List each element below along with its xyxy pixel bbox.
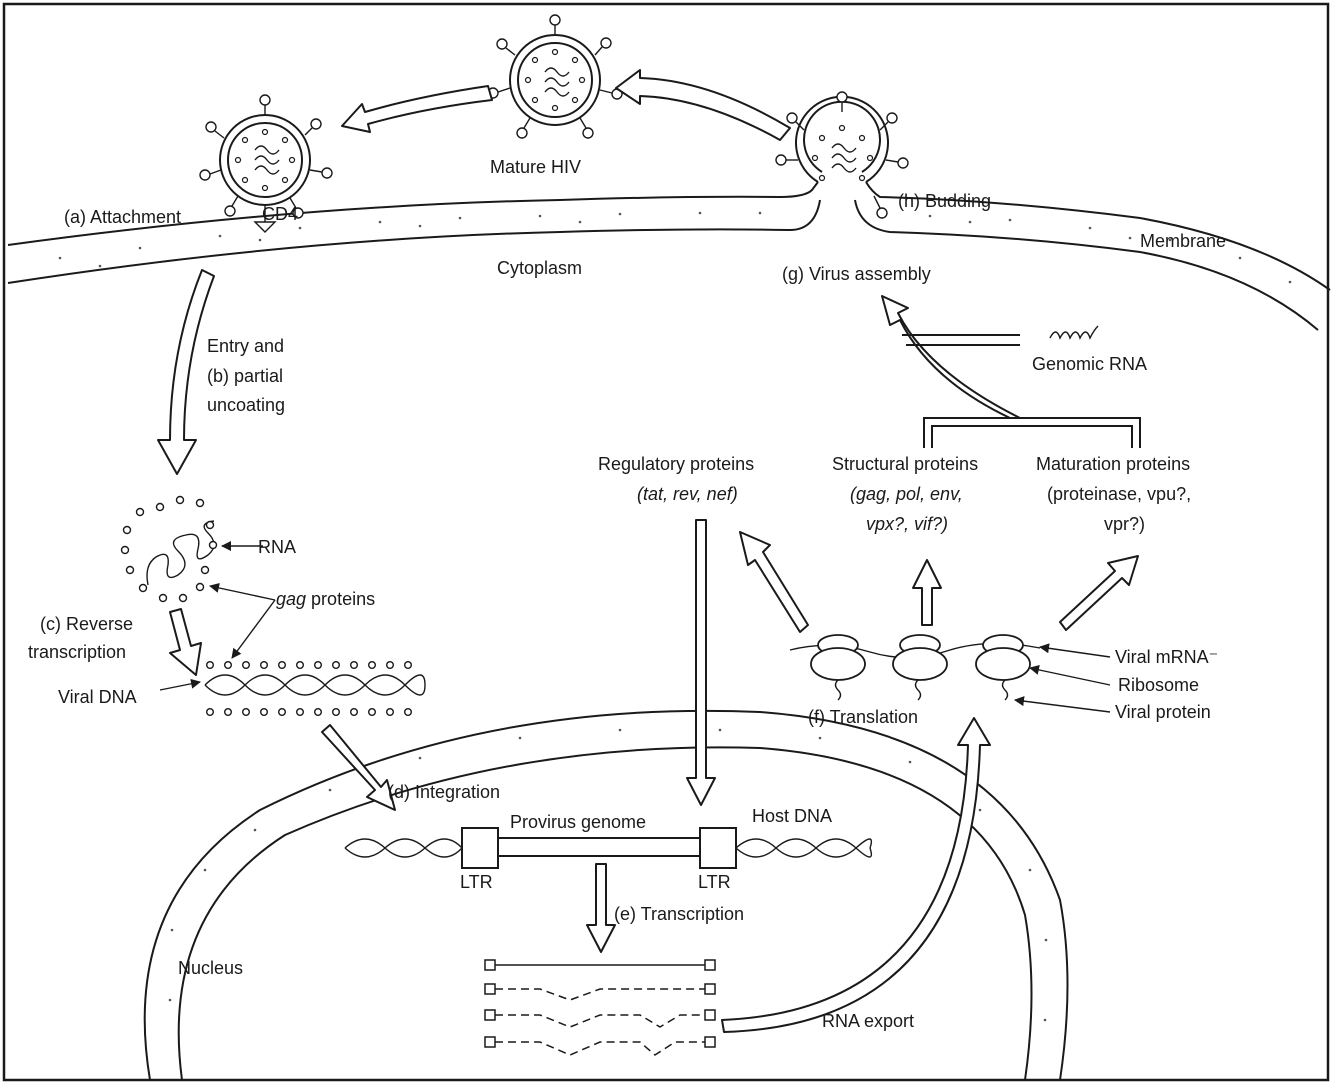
label-nucleus: Nucleus — [178, 958, 243, 978]
arrow-translation-to-regulatory — [740, 532, 808, 632]
label-maturation: Maturation proteins — [1036, 454, 1190, 474]
label-provirus: Provirus genome — [510, 812, 646, 832]
gag-pointers — [210, 586, 275, 658]
rna-transcripts — [485, 960, 715, 1055]
virion-mature — [488, 15, 622, 138]
label-membrane: Membrane — [1140, 231, 1226, 251]
arrow-integration — [322, 725, 395, 810]
label-regulatory-genes: (tat, rev, nef) — [637, 484, 738, 504]
arrow-reverse-transcription — [170, 609, 201, 675]
label-maturation-genes-2: vpr?) — [1104, 514, 1145, 534]
arrow-regulatory-to-provirus — [687, 520, 715, 805]
provirus — [345, 828, 871, 868]
label-cd4: CD4 — [262, 204, 298, 224]
label-viral-dna: Viral DNA — [58, 687, 137, 707]
label-mature-hiv: Mature HIV — [490, 157, 581, 177]
label-translation: (f) Translation — [808, 707, 918, 727]
translation-ribosomes — [790, 635, 1110, 712]
label-entry-3: uncoating — [207, 395, 285, 415]
label-viral-mrna: Viral mRNA⁻ — [1115, 647, 1218, 667]
cell-membrane — [8, 182, 1330, 330]
label-entry-1: Entry and — [207, 336, 284, 356]
virion-budding — [776, 92, 908, 218]
label-reverse-2: transcription — [28, 642, 126, 662]
label-host-dna: Host DNA — [752, 806, 832, 826]
label-gag-proteins: gag proteins — [276, 589, 375, 609]
label-reverse-1: (c) Reverse — [40, 614, 133, 634]
label-regulatory: Regulatory proteins — [598, 454, 754, 474]
arrow-translation-to-maturation — [1060, 556, 1138, 630]
label-viral-protein: Viral protein — [1115, 702, 1211, 722]
arrow-translation-to-structural — [913, 560, 941, 625]
label-virus-assembly: (g) Virus assembly — [782, 264, 931, 284]
label-attachment: (a) Attachment — [64, 207, 181, 227]
label-genomic-rna: Genomic RNA — [1032, 354, 1147, 374]
viral-dna-helix — [160, 662, 425, 716]
label-structural-genes-1: (gag, pol, env, — [850, 484, 963, 504]
label-rna-export: RNA export — [822, 1011, 914, 1031]
label-structural-genes-2: vpx?, vif?) — [866, 514, 948, 534]
label-entry-2: (b) partial — [207, 366, 283, 386]
label-ribosome: Ribosome — [1118, 675, 1199, 695]
label-rna: RNA — [258, 537, 296, 557]
arrow-budding-to-mature — [616, 70, 790, 140]
label-budding: (h) Budding — [898, 191, 991, 211]
arrow-transcription — [587, 864, 615, 952]
arrow-mature-to-attachment — [342, 86, 492, 132]
label-cytoplasm: Cytoplasm — [497, 258, 582, 278]
uncoated-rna — [122, 497, 264, 602]
label-transcription: (e) Transcription — [614, 904, 744, 924]
label-structural: Structural proteins — [832, 454, 978, 474]
label-ltr-left: LTR — [460, 872, 493, 892]
label-ltr-right: LTR — [698, 872, 731, 892]
label-integration: (d) Integration — [388, 782, 500, 802]
label-maturation-genes-1: (proteinase, vpu?, — [1047, 484, 1191, 504]
arrow-entry — [158, 270, 214, 474]
